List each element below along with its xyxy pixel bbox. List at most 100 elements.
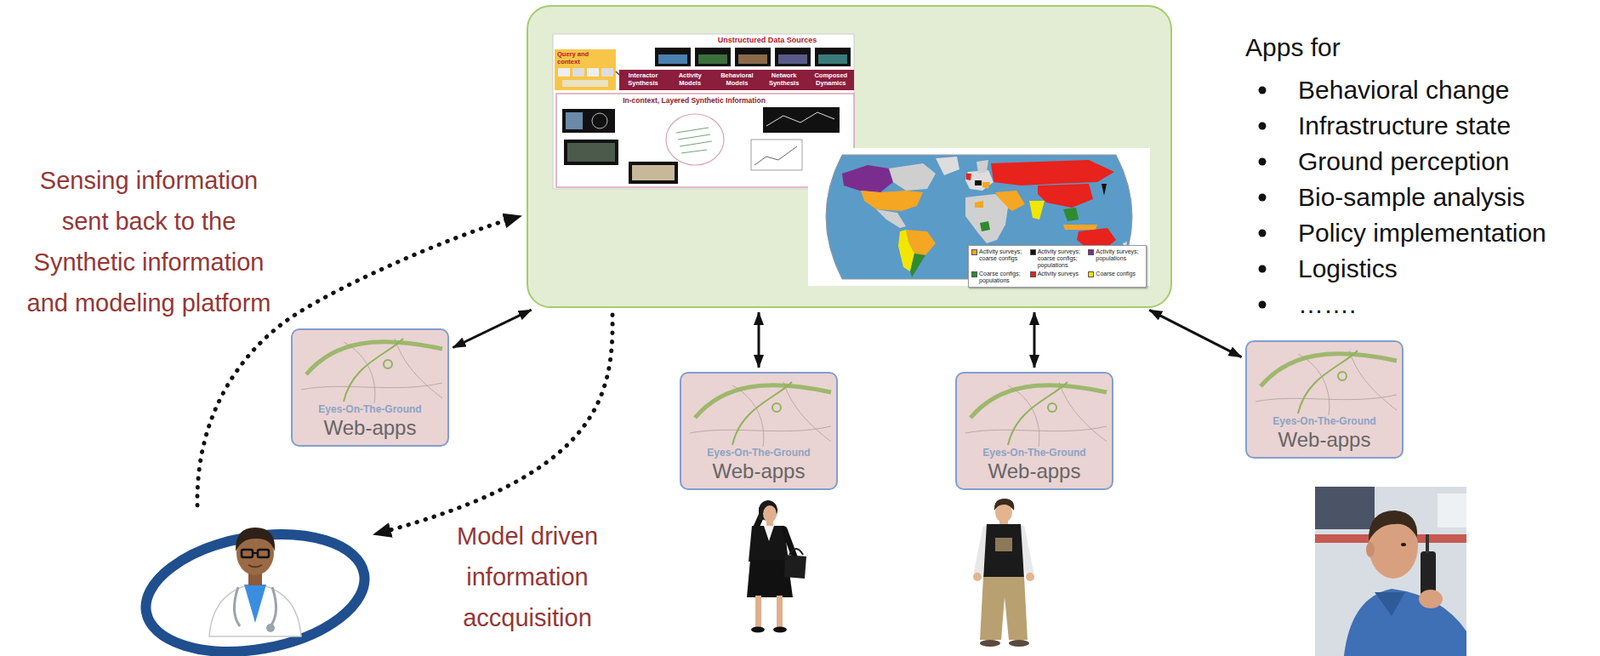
young-man-figure xyxy=(973,498,1035,647)
web-app-box: Eyes-On-The-GroundWeb-apps xyxy=(1245,340,1404,459)
legend-entry: Activity surveys xyxy=(1030,270,1086,285)
web-app-thumbnail-part xyxy=(301,382,443,390)
list-bullets-part xyxy=(1258,158,1267,166)
paramedic-photo-part xyxy=(1343,588,1467,656)
legend-text: Activity surveys; coarse configs xyxy=(979,248,1027,262)
app-caption: Eyes-On-The-Ground xyxy=(686,446,832,460)
businesswoman-figure-part xyxy=(751,626,765,633)
web-app-thumbnail xyxy=(681,373,840,449)
platform-screenshot-part xyxy=(698,54,728,64)
platform-screenshot-part xyxy=(814,47,851,67)
platform-screenshot-part xyxy=(562,108,615,133)
screenshot-caption: In-context, Layered Synthetic Informatio… xyxy=(587,96,801,105)
screenshot-caption: Composed Dynamics xyxy=(808,72,855,87)
paramedic-photo-part xyxy=(1420,551,1436,596)
young-man-figure-part xyxy=(994,498,1014,511)
double-arrow-connector xyxy=(757,312,761,368)
platform-screenshot-part xyxy=(615,71,620,75)
doctor-icon-part xyxy=(235,527,275,552)
paramedic-photo-part xyxy=(1437,493,1467,528)
list-item: Behavioral change xyxy=(1298,73,1592,108)
web-app-thumbnail-part xyxy=(306,341,443,375)
world-map-part xyxy=(979,221,991,232)
list-bullets-part xyxy=(1258,301,1267,309)
doctor-icon-part xyxy=(241,549,253,558)
app-caption: Eyes-On-The-Ground xyxy=(962,446,1107,460)
web-app-box: Eyes-On-The-GroundWeb-apps xyxy=(679,371,838,490)
list-bullets-part xyxy=(1258,229,1267,238)
platform-screenshot-part xyxy=(778,54,808,64)
young-man-figure-part xyxy=(995,537,1013,552)
platform-screenshot-part xyxy=(754,146,798,166)
world-map-part xyxy=(965,193,1008,244)
screenshot-caption: Interactor Synthesis xyxy=(620,72,667,87)
list-heading: Apps for xyxy=(1245,30,1518,65)
list-bullets xyxy=(1258,86,1267,309)
list-item: ……. xyxy=(1298,287,1592,322)
legend-text: Activity surveys; coarse configs; popula… xyxy=(1037,248,1086,269)
web-app-thumbnail-part xyxy=(965,426,1107,433)
paramedic-photo-part xyxy=(1368,510,1418,541)
platform-panel: Unstructured Data SourcesQuery and conte… xyxy=(526,5,1173,308)
platform-screenshot-part xyxy=(774,47,811,67)
web-app-thumbnail xyxy=(956,373,1116,449)
screenshot-caption: Query and context xyxy=(557,51,600,66)
screenshot-caption: Network Synthesis xyxy=(761,72,808,87)
world-map-part xyxy=(966,173,972,181)
screenshot-caption: Activity Models xyxy=(666,72,713,87)
legend-entry: Activity surveys; coarse configs; popula… xyxy=(1030,248,1086,269)
platform-screenshot-part xyxy=(738,54,768,64)
legend-swatch xyxy=(971,249,978,256)
web-app-box: Eyes-On-The-GroundWeb-apps xyxy=(955,371,1114,490)
web-app-thumbnail-part xyxy=(689,426,832,433)
legend-text: Activity surveys xyxy=(1037,270,1079,278)
web-app-thumbnail-part xyxy=(732,381,792,445)
feedback-note: Sensing information sent back to the Syn… xyxy=(17,159,281,324)
web-app-thumbnail-part xyxy=(1007,381,1068,445)
paramedic-photo-part xyxy=(1366,541,1375,558)
world-map-part xyxy=(990,159,1115,186)
legend-swatch xyxy=(1087,271,1094,278)
web-app-thumbnail-part xyxy=(1255,394,1397,402)
paramedic-photo-part xyxy=(1425,534,1430,553)
world-map-part xyxy=(976,159,989,174)
list-bullets-part xyxy=(1258,265,1267,274)
businesswoman-figure-part xyxy=(784,554,807,579)
businesswoman-figure-part xyxy=(755,595,762,628)
doctor-icon-part xyxy=(257,549,269,558)
web-app-thumbnail-part xyxy=(383,359,393,369)
web-app-thumbnail-part xyxy=(970,385,1107,418)
businesswoman-figure-part xyxy=(773,626,787,633)
app-title: Web-apps xyxy=(1252,427,1397,451)
platform-screenshot-part xyxy=(666,113,724,166)
businesswoman-figure-part xyxy=(789,548,803,555)
list-bullets-part xyxy=(1258,122,1267,131)
world-map-part xyxy=(876,209,906,228)
platform-screenshot-part xyxy=(818,54,848,64)
businesswoman-figure-part xyxy=(763,525,775,541)
young-man-figure-part xyxy=(979,576,1028,640)
legend-entry: Activity surveys; coarse configs xyxy=(971,248,1027,269)
web-app-thumbnail-part xyxy=(1298,350,1358,414)
paramedic-photo xyxy=(1315,486,1467,656)
platform-screenshot-part xyxy=(658,54,688,64)
world-map-part xyxy=(974,200,984,208)
web-app-thumbnail-part xyxy=(343,338,404,402)
platform-screenshot-part xyxy=(654,47,691,67)
double-arrow-connector xyxy=(1033,312,1037,368)
platform-screenshot-part xyxy=(586,68,599,77)
list-item: Bio-sample analysis xyxy=(1298,180,1592,215)
doctor-icon-part xyxy=(266,623,275,633)
young-man-figure-part xyxy=(979,639,1001,647)
world-map-part xyxy=(842,165,894,193)
legend-swatch xyxy=(1030,249,1037,256)
web-app-thumbnail-part xyxy=(1260,353,1397,387)
world-map-part xyxy=(1063,224,1098,230)
app-title: Web-apps xyxy=(297,415,443,439)
young-man-figure-part xyxy=(1008,639,1030,647)
young-man-figure-part xyxy=(973,572,982,581)
platform-screenshot-part xyxy=(694,47,731,67)
world-map-part xyxy=(910,253,926,278)
platform-screenshot-part xyxy=(676,127,712,154)
paramedic-photo-part xyxy=(1418,589,1443,609)
